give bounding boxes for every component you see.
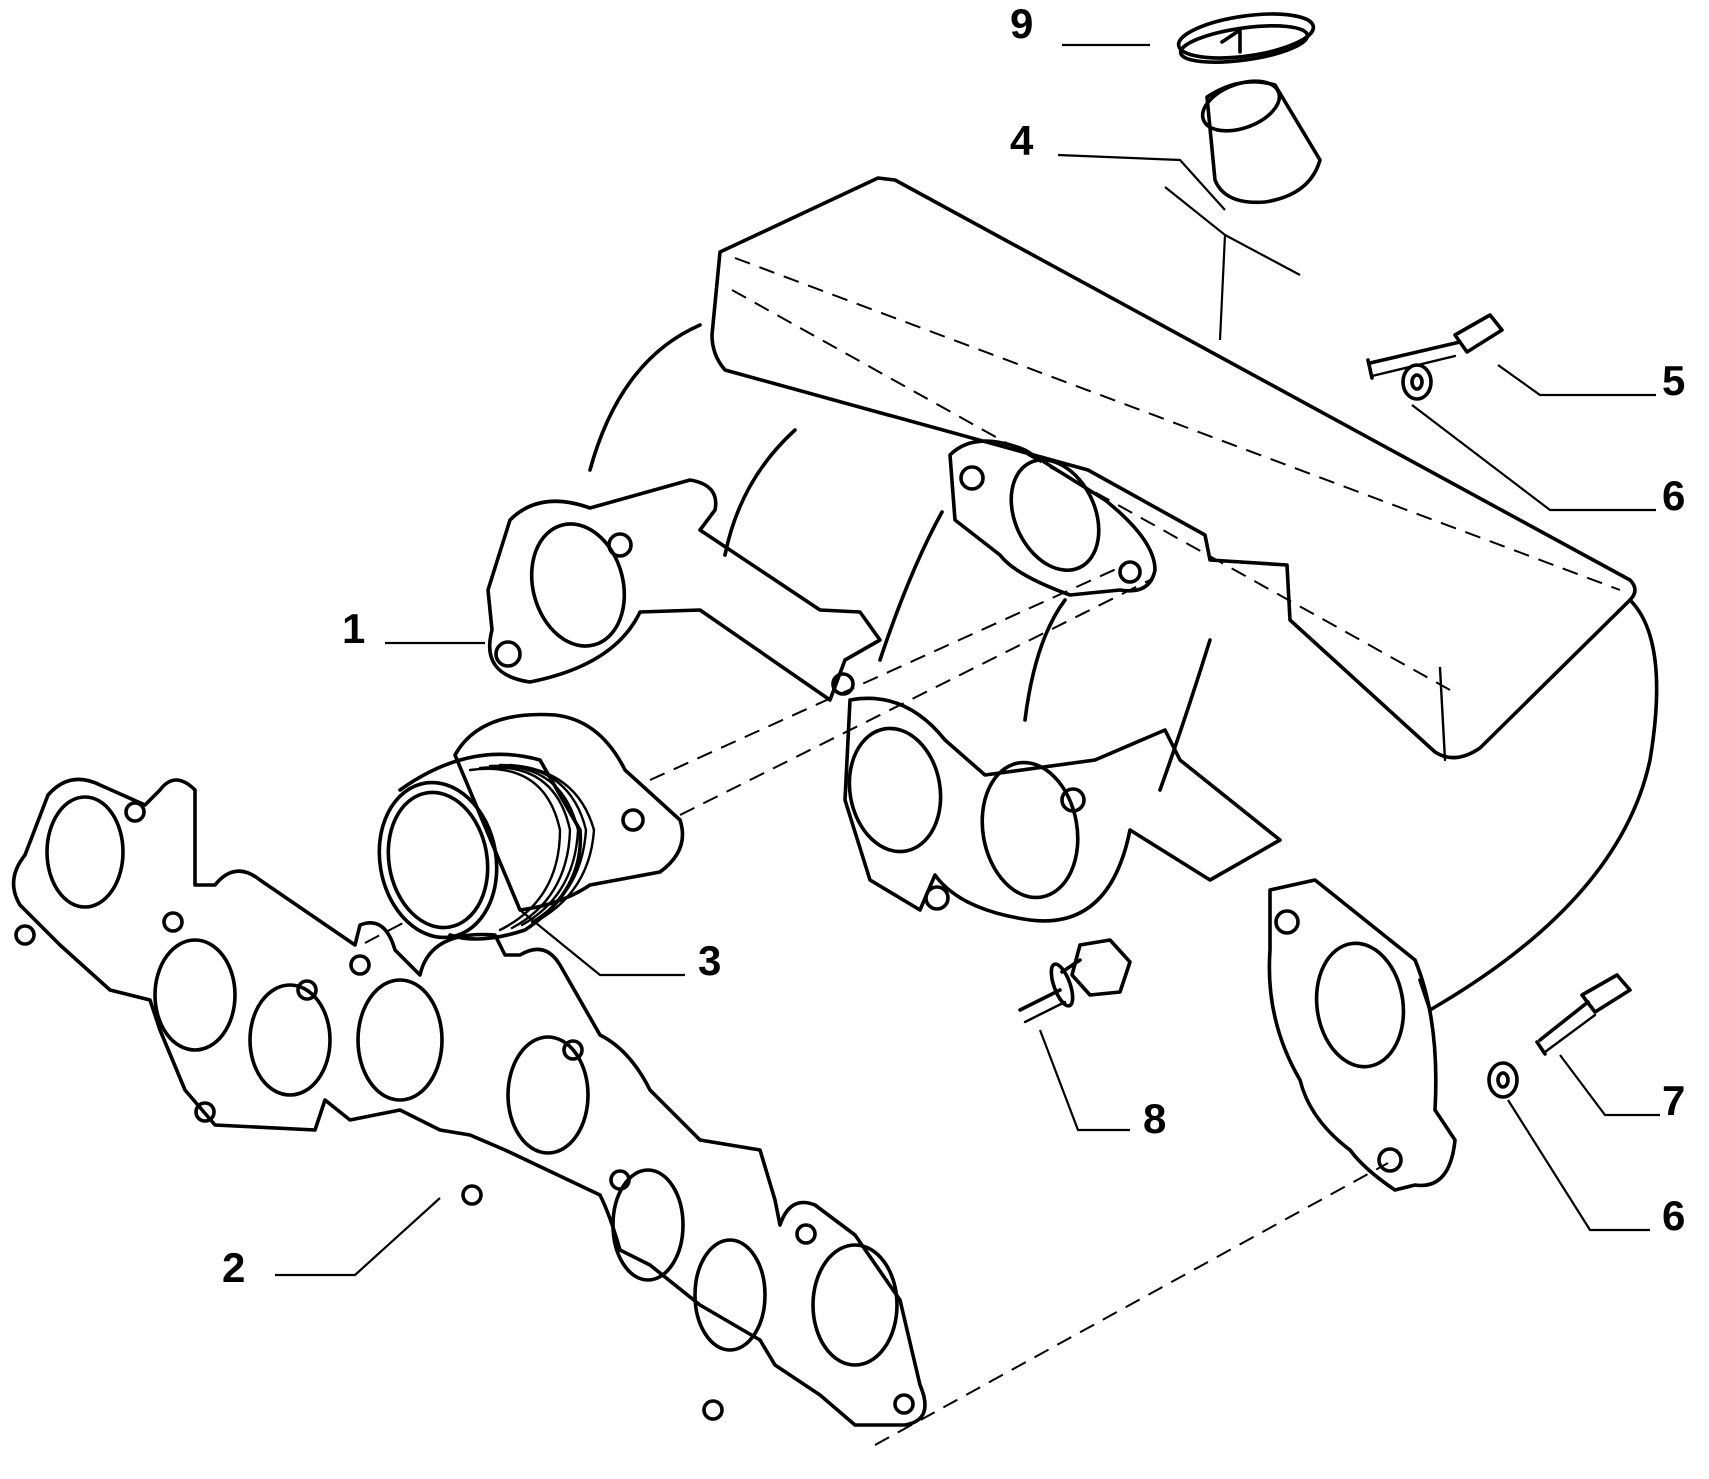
leader-2: [275, 1197, 441, 1277]
callout-2: 2: [222, 1244, 245, 1291]
hose-and-clamp: [1176, 12, 1322, 205]
alignment-line: [679, 579, 1151, 816]
leader-8: [1038, 1029, 1130, 1132]
manifold: [486, 176, 1659, 1192]
callout-6-lower: 6: [1662, 1192, 1685, 1239]
washer-6a-hole: [1410, 373, 1424, 391]
alignment-line: [364, 922, 404, 944]
callout-7: 7: [1662, 1077, 1685, 1124]
callout-9: 9: [1010, 0, 1033, 47]
manifold-gasket: [11, 777, 927, 1427]
bolt-5: [1366, 313, 1504, 380]
leader-3: [519, 909, 685, 977]
leader-4-branch: [1218, 234, 1227, 341]
washer-6b-hole: [1496, 1071, 1510, 1089]
callout-6-upper: 6: [1662, 472, 1685, 519]
leader-6a: [1411, 404, 1656, 512]
leader-6b: [1507, 1099, 1650, 1232]
bolt-7: [1535, 973, 1632, 1056]
stud-8: [1018, 938, 1132, 1024]
leader-4: [1057, 153, 1226, 211]
alignment-line: [649, 564, 1126, 781]
callout-5: 5: [1662, 357, 1685, 404]
alignment-line: [874, 1162, 1389, 1446]
callout-1: 1: [342, 605, 365, 652]
washer-6a: [1401, 363, 1433, 401]
washer-6b: [1487, 1061, 1519, 1099]
threaded-adapter: [377, 712, 685, 941]
leader-7: [1559, 1054, 1660, 1117]
callout-8: 8: [1143, 1095, 1166, 1142]
leader-5: [1497, 364, 1656, 397]
callout-3: 3: [698, 937, 721, 984]
callout-4: 4: [1010, 117, 1034, 164]
